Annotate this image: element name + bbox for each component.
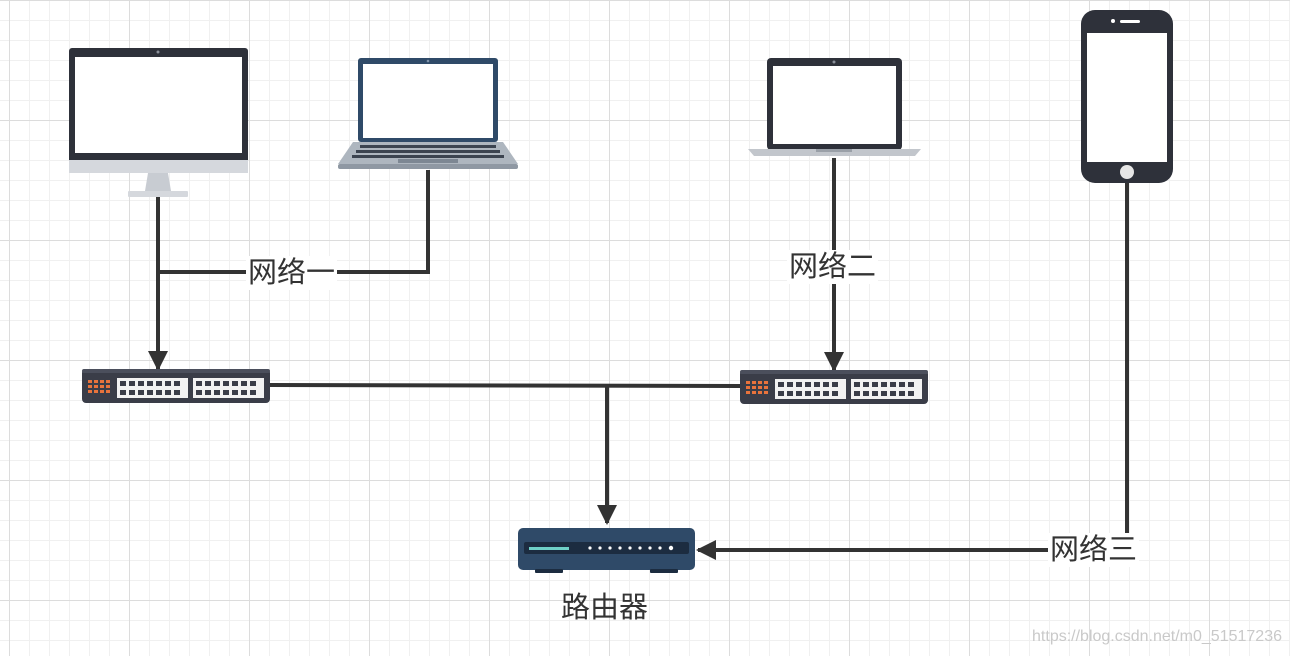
desktop-monitor-icon	[69, 48, 248, 197]
network-switch-icon	[82, 369, 270, 403]
network3-label: 网络三	[1048, 533, 1140, 567]
router-icon	[518, 528, 695, 573]
watermark: https://blog.csdn.net/m0_51517236	[1032, 628, 1282, 645]
connector-phone-to-router	[696, 180, 1129, 560]
connector-switches	[269, 383, 741, 388]
network-switch-icon	[740, 370, 928, 404]
smartphone-icon	[1081, 10, 1173, 183]
network2-label: 网络二	[787, 250, 879, 284]
laptop-icon	[338, 58, 518, 169]
laptop-icon	[748, 58, 921, 156]
router-label: 路由器	[561, 592, 649, 624]
network1-label: 网络一	[246, 256, 338, 290]
